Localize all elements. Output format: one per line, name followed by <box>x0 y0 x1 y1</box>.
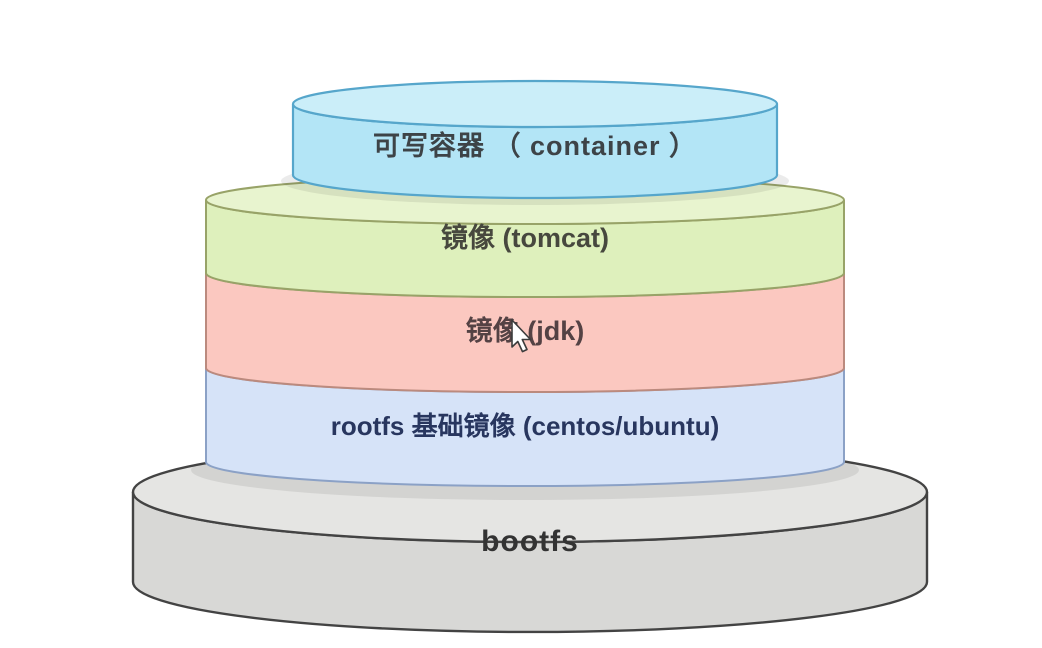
bootfs-label: bootfs <box>481 525 579 558</box>
container-cylinder-top <box>291 79 779 129</box>
arrow-cursor[interactable] <box>511 319 532 353</box>
container-label: 可写容器 （ container ） <box>373 130 697 161</box>
rootfs-label: rootfs 基础镜像 (centos/ubuntu) <box>331 411 720 441</box>
layer-container <box>291 79 779 200</box>
tomcat-label: 镜像 (tomcat) <box>441 223 609 253</box>
jdk-label: 镜像 (jdk) <box>466 316 585 346</box>
